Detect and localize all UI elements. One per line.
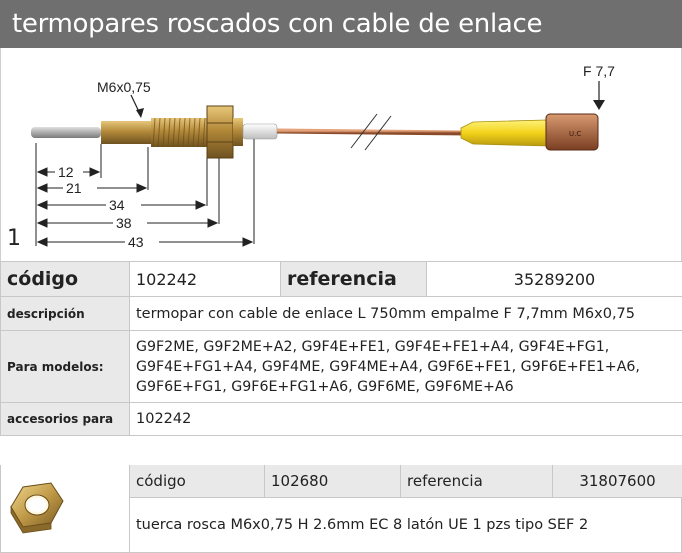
codigo-label: código xyxy=(0,261,130,297)
thermocouple-drawing: U.C M6x0,75 F 7,7 xyxy=(31,63,615,250)
svg-text:U.C: U.C xyxy=(569,130,581,138)
probe-tip xyxy=(31,127,101,138)
accesorios-label: accesorios para xyxy=(0,402,130,436)
ceramic-insulator xyxy=(242,123,278,140)
descripcion-label: descripción xyxy=(0,296,130,331)
acc-codigo-value: 102680 xyxy=(265,465,401,498)
referencia-label: referencia xyxy=(280,261,427,297)
modelos-line: G9F6E+FG1, G9F6E+FG1+A6, G9F6ME, G9F6ME+… xyxy=(136,378,514,395)
product-drawing: U.C M6x0,75 F 7,7 xyxy=(0,48,682,261)
connector-terminal xyxy=(545,113,599,151)
connector-label: F 7,7 xyxy=(583,63,615,79)
page-title: termopares roscados con cable de enlace xyxy=(0,0,682,48)
acc-referencia-value: 31807600 xyxy=(579,472,656,490)
spec-table: código 102242 referencia 35289200 descri… xyxy=(0,261,682,436)
dim-34: 34 xyxy=(109,197,125,213)
thread-label: M6x0,75 xyxy=(97,79,151,95)
dim-21: 21 xyxy=(66,180,82,196)
accessory-header-row: código 102680 referencia 31807600 xyxy=(130,465,682,498)
accesorios-value: 102242 xyxy=(129,402,682,436)
figure-number: 1 xyxy=(7,226,21,251)
probe-body xyxy=(101,121,151,144)
hex-flange xyxy=(206,105,234,159)
dim-12: 12 xyxy=(58,164,74,180)
accessory-block: código 102680 referencia 31807600 tuerca… xyxy=(0,465,682,553)
modelos-line: G9F2ME, G9F2ME+A2, G9F4E+FE1, G9F4E+FE1+… xyxy=(136,338,610,355)
modelos-label: Para modelos: xyxy=(0,330,130,403)
table-row: código 102242 referencia 35289200 xyxy=(0,261,682,297)
copper-cable xyxy=(276,128,470,136)
acc-referencia-label: referencia xyxy=(401,465,553,498)
dim-43: 43 xyxy=(128,234,144,250)
table-row: descripción termopar con cable de enlace… xyxy=(0,296,682,331)
yellow-sleeve xyxy=(460,119,550,147)
descripcion-value: termopar con cable de enlace L 750mm emp… xyxy=(129,296,682,331)
codigo-value: 102242 xyxy=(129,261,281,297)
modelos-value: G9F2ME, G9F2ME+A2, G9F4E+FE1, G9F4E+FE1+… xyxy=(129,330,682,403)
acc-codigo-label: código xyxy=(130,465,265,498)
table-row: accesorios para 102242 xyxy=(0,402,682,436)
dim-38: 38 xyxy=(116,215,132,231)
referencia-value: 35289200 xyxy=(426,261,682,297)
hex-nut-icon xyxy=(10,482,64,534)
table-row: Para modelos: G9F2ME, G9F2ME+A2, G9F4E+F… xyxy=(0,330,682,403)
accessory-description: tuerca rosca M6x0,75 H 2.6mm EC 8 latón … xyxy=(136,517,589,533)
accessory-image xyxy=(1,465,130,552)
modelos-line: G9F4E+FG1+A4, G9F4ME, G9F4ME+A4, G9F6E+F… xyxy=(136,358,640,375)
